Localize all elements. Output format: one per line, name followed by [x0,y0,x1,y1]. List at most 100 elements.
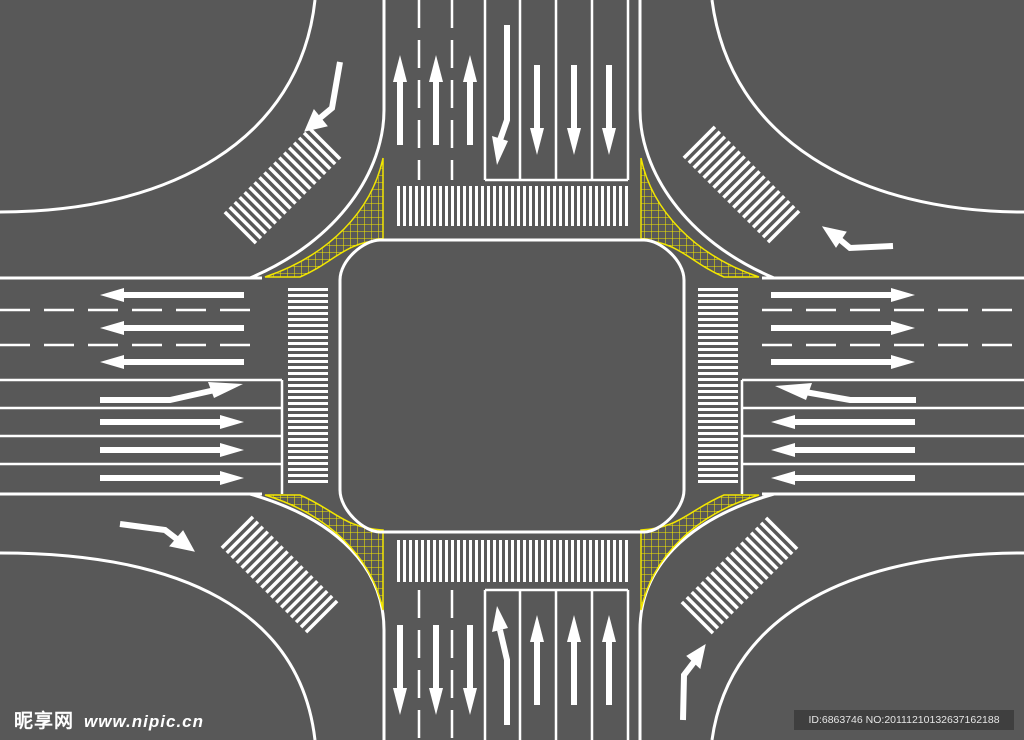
crosswalk-stripe [595,186,598,226]
crosswalk-stripe [577,186,580,226]
crosswalk-stripe [433,186,436,226]
west-lane-lines [0,308,284,494]
crosswalk-stripe [619,186,622,226]
crosswalk-stripe [746,189,781,224]
crosswalk-stripe [288,468,328,471]
crosswalk-stripe [288,402,328,405]
crosswalk-stripe [715,566,749,600]
crosswalk-stripe [759,521,794,556]
crosswalk-stripe [288,360,328,363]
crosswalk-stripe [517,540,520,582]
crosswalk-stripe [698,408,738,411]
crosswalk-stripe [499,540,502,582]
crosswalk-stripe [698,306,738,309]
crosswalk-stripe [559,540,562,582]
crosswalk-stripe [698,390,738,393]
crosswalk-stripe [451,540,454,582]
south-lane-lines [417,588,630,740]
crosswalk-stripe [698,354,738,357]
crosswalk-stripe [445,186,448,226]
crosswalk-stripe [223,210,258,245]
crosswalk-stripe [288,432,328,435]
crosswalk-stripe [698,420,738,423]
corner-turn-arrows [119,61,894,721]
north-arrows [393,25,616,165]
crosswalk-stripe [263,171,297,205]
crosswalk-stripe [288,366,328,369]
crosswalk-stripe [288,390,328,393]
crosswalk-stripe [445,540,448,582]
crosswalk-stripe [698,474,738,477]
crosswalk-stripe [288,372,328,375]
crosswalk-stripe [744,536,779,571]
crosswalk-stripe [475,186,478,226]
crosswalk-stripe [307,126,342,161]
crosswalk-stripe [433,540,436,582]
crosswalk-stripe [304,599,339,634]
crosswalk-stripe [705,576,739,610]
crosswalk-stripe [766,209,801,244]
crosswalk-stripe [698,372,738,375]
crosswalk-stripe [463,540,466,582]
crosswalk-stripe [288,474,328,477]
crosswalk-stripe [270,565,304,599]
crosswalk-stripe [698,450,738,453]
crosswalk-stripe [273,161,307,195]
crosswalk-stripe [409,186,412,226]
crosswalk-stripe [421,540,424,582]
crosswalk-stripe [698,414,738,417]
crosswalk-stripe [595,540,598,582]
crosswalk-stripe [751,194,786,229]
crosswalk-stripe [288,312,328,315]
crosswalk-stripe [248,186,282,220]
crosswalk-stripe [288,318,328,321]
crosswalk-stripe [698,396,738,399]
arrow-left-down [804,389,916,403]
crosswalk-stripe [698,342,738,345]
crosswalk-stripe [275,570,309,604]
arrow-up-left [497,629,510,725]
diagonal-crosswalk-se [680,516,799,635]
crosswalk-stripe [764,516,799,551]
crosswalk-stripe [235,530,270,565]
crosswalk-stripe [698,444,738,447]
crosswalk-stripe [517,186,520,226]
crosswalk-stripe [698,294,738,297]
east-arrows [771,288,916,485]
diagonal-crosswalk-sw [220,515,339,634]
crosswalk-stripe [475,540,478,582]
crosswalk-stripe [698,288,738,291]
central-box [338,238,686,534]
crosswalk-stripe [698,384,738,387]
crosswalk-stripe [511,186,514,226]
crosswalk-stripe [397,540,400,582]
crosswalk-stripe [288,426,328,429]
crosswalk-stripe [722,165,756,199]
crosswalk-stripe [463,186,466,226]
crosswalk-stripe [697,140,732,175]
crosswalk-stripe [499,186,502,226]
crosswalk-stripe [700,581,734,615]
crosswalk-stripe [698,438,738,441]
crosswalk-stripe [481,540,484,582]
crosswalk-stripe [698,426,738,429]
crosswalk-stripe [571,186,574,226]
crosswalk-stripe [245,540,279,574]
crosswalk-stripe [220,515,255,550]
crosswalk-stripe [698,462,738,465]
crosswalk-stripe [288,414,328,417]
crosswalk-stripe [730,551,764,585]
crosswalk-stripe [469,540,472,582]
crosswalk-stripe [720,561,754,595]
crosswalk-stripe [289,584,324,619]
crosswalk-stripe [288,450,328,453]
crosswalk-stripe [553,186,556,226]
crosswalk-stripe [427,540,430,582]
crosswalk-stripe [698,312,738,315]
crosswalk-stripe [278,156,312,190]
crosswalk-stripe [238,195,273,230]
crosswalk-stripe [535,186,538,226]
crosswalk-stripe [565,540,568,582]
crosswalk-stripe [288,324,328,327]
north-lane-lines [417,0,630,182]
